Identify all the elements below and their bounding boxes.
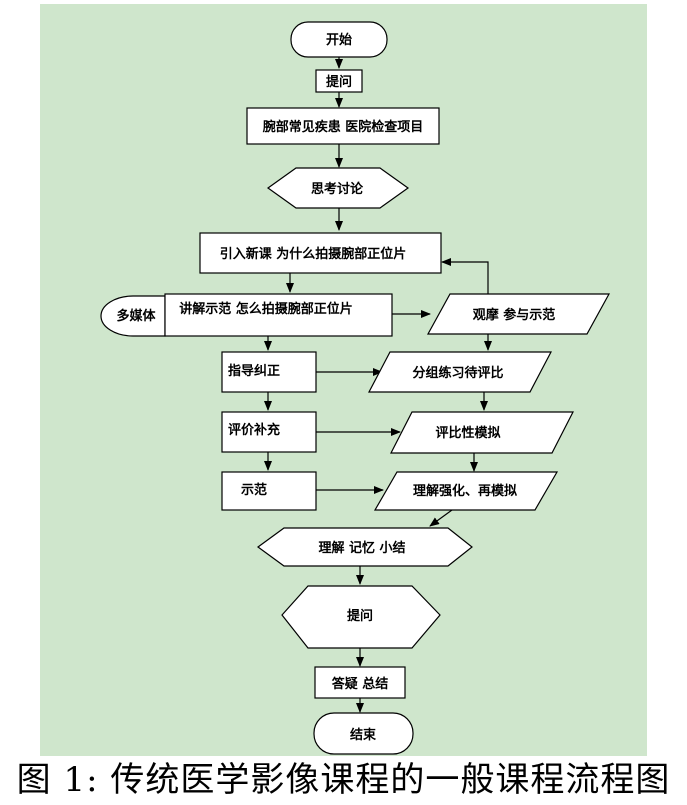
common-diseases-label: 腕部常见疾患 医院检查项目 bbox=[263, 119, 424, 135]
summary-label: 理解 记忆 小结 bbox=[318, 540, 405, 556]
multimedia-label: 多媒体 bbox=[116, 308, 156, 324]
explain-box bbox=[164, 293, 393, 337]
ask1-label: 提问 bbox=[326, 74, 352, 90]
figure-caption: 图 1: 传统医学影像课程的一般课程流程图 bbox=[16, 760, 671, 800]
evaluate-box bbox=[221, 411, 317, 453]
observe-parallelogram bbox=[426, 293, 611, 335]
simulate-parallelogram bbox=[390, 411, 574, 454]
connectors bbox=[264, 57, 492, 713]
reinforce-parallelogram bbox=[373, 471, 559, 511]
group-practice-label: 分组练习待评比 bbox=[412, 365, 503, 381]
guide-box bbox=[221, 351, 317, 393]
common-diseases-box bbox=[246, 107, 440, 145]
demo-box bbox=[221, 471, 317, 511]
ask1-box bbox=[315, 69, 363, 93]
explain-label: 讲解示范 怎么拍摄腕部正位片 bbox=[179, 301, 353, 317]
intro-box bbox=[199, 232, 442, 274]
multimedia-shape bbox=[100, 295, 166, 337]
edge-observe-intro bbox=[441, 258, 489, 294]
observe-label: 观摩 参与示范 bbox=[473, 307, 556, 323]
intro-label: 引入新课 为什么拍摄腕部正位片 bbox=[220, 246, 407, 262]
group-practice-parallelogram bbox=[368, 351, 552, 393]
end-terminator bbox=[313, 712, 414, 755]
ask2-hexagon bbox=[281, 585, 441, 649]
think-hexagon bbox=[266, 167, 410, 209]
edge-reinforce-summary bbox=[429, 509, 453, 527]
answer-box bbox=[314, 666, 406, 699]
answer-label: 答疑 总结 bbox=[332, 676, 389, 692]
think-label: 思考讨论 bbox=[311, 181, 364, 197]
evaluate-label: 评价补充 bbox=[228, 422, 280, 438]
demo-label: 示范 bbox=[241, 482, 267, 498]
start-label: 开始 bbox=[326, 32, 352, 48]
simulate-label: 评比性模拟 bbox=[435, 425, 500, 441]
end-label: 结束 bbox=[350, 727, 377, 743]
ask2-label: 提问 bbox=[347, 608, 373, 624]
summary-hexagon bbox=[256, 527, 473, 567]
guide-label: 指导纠正 bbox=[228, 363, 280, 379]
reinforce-label: 理解强化、再模拟 bbox=[413, 483, 517, 499]
start-terminator bbox=[290, 21, 388, 58]
